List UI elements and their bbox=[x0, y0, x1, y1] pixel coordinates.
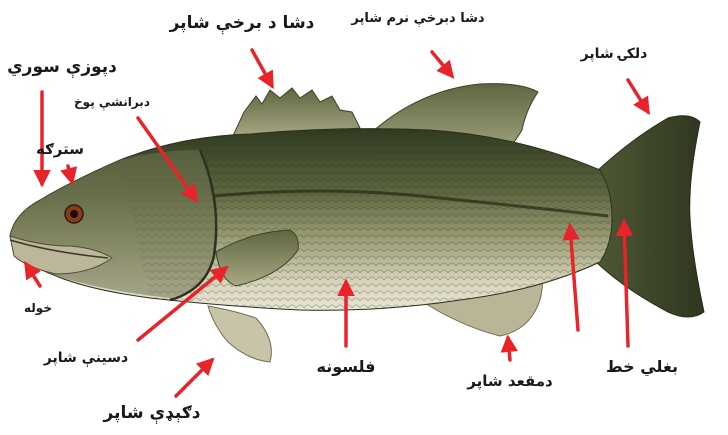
label-anal-fin: دمقعد شاپر bbox=[466, 372, 553, 391]
label-lateral-line: بغلي خط bbox=[606, 357, 678, 377]
arrow-eye bbox=[68, 166, 72, 182]
label-gill-cover: دبرانشې پوخ bbox=[74, 95, 150, 110]
pelvic-fin-shape bbox=[208, 306, 271, 362]
label-second-dorsal-fin: دشا دبرخې نرم شاپر bbox=[350, 11, 485, 27]
fish-illustration bbox=[10, 84, 704, 362]
label-eye: سترګه bbox=[36, 140, 84, 158]
label-mouth: خوله bbox=[24, 301, 52, 316]
arrow-caudal-fin bbox=[628, 80, 648, 112]
arrow-anal-fin bbox=[508, 338, 510, 360]
arrow-first-dorsal-fin bbox=[252, 50, 272, 86]
label-pelvic-fin: دګېډې شاپر bbox=[103, 403, 201, 425]
label-pectoral-fin: دسينې شاپر bbox=[43, 350, 128, 368]
arrow-pelvic-fin bbox=[176, 360, 212, 396]
label-nostril: دپوزې سوري bbox=[7, 57, 117, 79]
label-scales: فلسونه bbox=[316, 357, 375, 376]
label-first-dorsal-fin: دشا د برخې شاپر bbox=[169, 13, 315, 35]
label-caudal-fin: دلکۍ شاپر bbox=[580, 46, 648, 62]
arrow-second-dorsal-fin bbox=[432, 52, 452, 76]
